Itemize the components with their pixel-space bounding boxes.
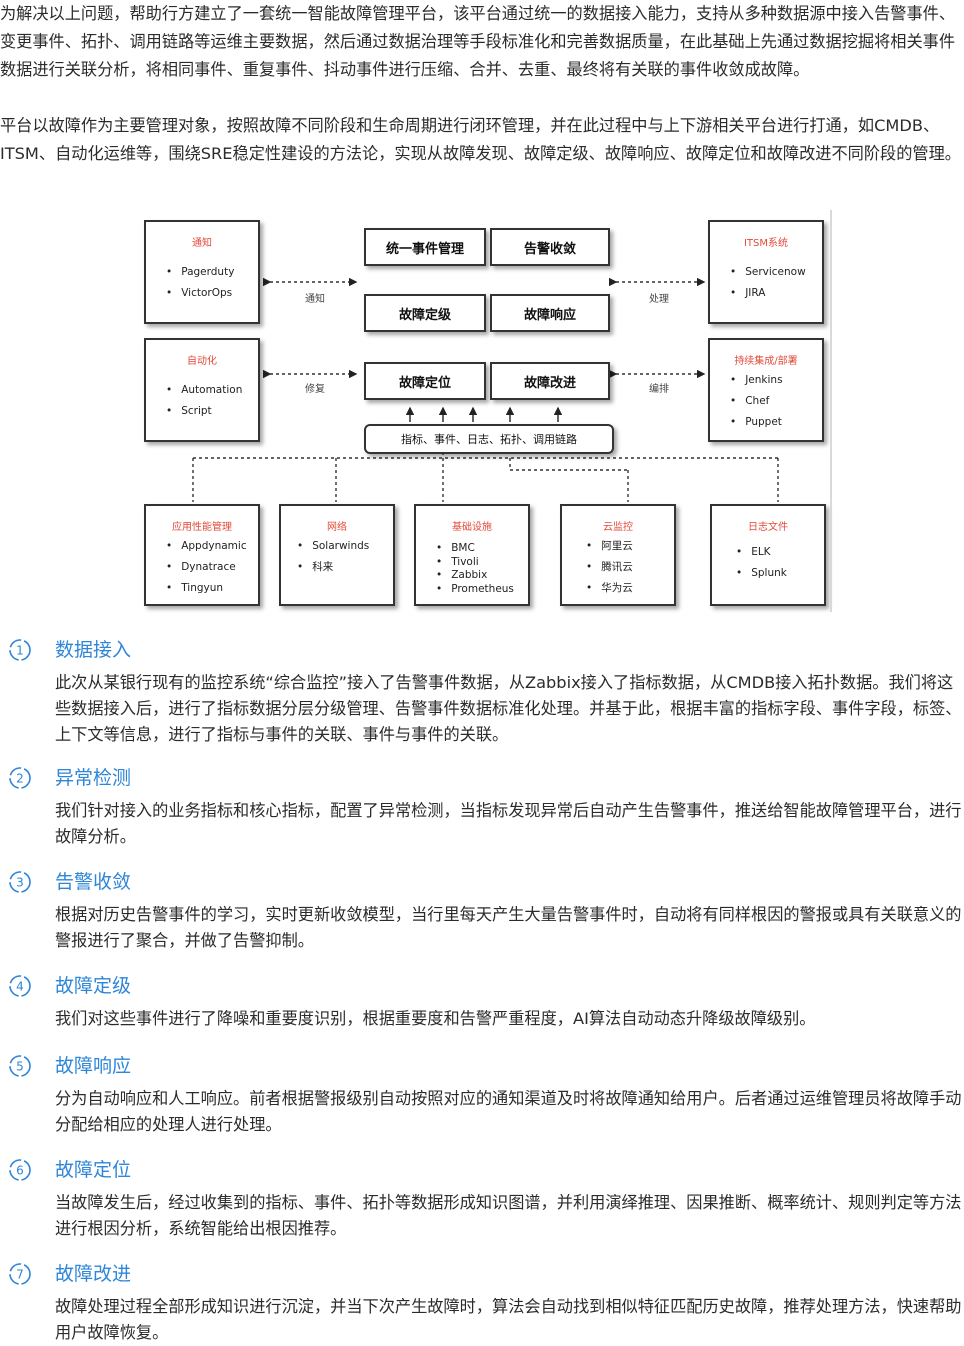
log-files-box: 日志文件 ELK Splunk	[710, 504, 826, 606]
section-title: 故障响应	[55, 1055, 132, 1077]
list-item: Splunk	[736, 563, 787, 584]
svg-text:5: 5	[16, 1060, 24, 1074]
section-body: 我们针对接入的业务指标和核心指标，配置了异常检测，当指标发现异常后自动产生告警事…	[55, 801, 962, 846]
number-5-icon: 5	[9, 1055, 31, 1077]
svg-text:2: 2	[16, 772, 24, 786]
list-item: 科来	[297, 557, 369, 578]
apm-box-title: 应用性能管理	[172, 522, 232, 533]
unified-event-management-box: 统一事件管理	[364, 228, 486, 266]
svg-text:3: 3	[16, 876, 24, 890]
section-title: 告警收敛	[55, 871, 132, 893]
automation-box: 自动化 Automation Script	[144, 338, 260, 442]
alert-convergence-box: 告警收敛	[490, 228, 610, 266]
fault-location-box: 故障定位	[364, 362, 486, 400]
list-item: Dynatrace	[166, 557, 247, 578]
list-item: JIRA	[730, 283, 806, 304]
intro-paragraph-1: 为解决以上问题，帮助行方建立了一套统一智能故障管理平台，该平台通过统一的数据接入…	[0, 4, 956, 79]
section-body: 当故障发生后，经过收集到的指标、事件、拓扑等数据形成知识图谱，并利用演绎推理、因…	[55, 1193, 962, 1238]
network-box-title: 网络	[327, 522, 347, 533]
list-item: Solarwinds	[297, 536, 369, 557]
list-item: BMC	[436, 542, 514, 556]
list-item: Automation	[166, 380, 242, 401]
list-item: Appdynamic	[166, 536, 246, 557]
notify-label: 通知	[305, 294, 325, 305]
handle-label: 处理	[649, 294, 669, 305]
section-title: 故障改进	[55, 1263, 132, 1285]
automation-box-title: 自动化	[187, 356, 217, 367]
section-data-ingestion: 1 数据接入 此次从某银行现有的监控系统“综合监控”接入了告警事件数据，从Zab…	[0, 636, 962, 746]
fault-grading-box: 故障定级	[364, 294, 486, 332]
list-item: Jenkins	[730, 370, 782, 391]
architecture-diagram: 通知 Pagerduty VictorOps 自动化 Automation Sc…	[138, 210, 832, 612]
section-body: 分为自动响应和人工响应。前者根据警报级别自动按照对应的通知渠道及时将故障通知给用…	[55, 1089, 962, 1134]
svg-text:7: 7	[16, 1268, 24, 1282]
orchestrate-label: 编排	[649, 384, 669, 395]
list-item: 腾讯云	[586, 557, 633, 578]
section-title: 故障定位	[55, 1159, 132, 1181]
number-2-icon: 2	[9, 767, 31, 789]
section-body: 我们对这些事件进行了降噪和重要度识别，根据重要度和告警严重程度，AI算法自动动态…	[55, 1009, 816, 1028]
section-fault-improvement: 7 故障改进 故障处理过程全部形成知识进行沉淀，并当下次产生故障时，算法会自动找…	[0, 1260, 962, 1342]
svg-text:6: 6	[16, 1164, 24, 1178]
number-7-icon: 7	[9, 1263, 31, 1285]
list-item: Tingyun	[166, 578, 247, 599]
cloud-monitoring-box: 云监控 阿里云 腾讯云 华为云	[560, 504, 676, 606]
section-body: 此次从某银行现有的监控系统“综合监控”接入了告警事件数据，从Zabbix接入了指…	[55, 673, 962, 744]
fault-improvement-box: 故障改进	[490, 362, 610, 400]
list-item: Servicenow	[730, 262, 805, 283]
list-item: Script	[166, 401, 242, 422]
svg-text:1: 1	[16, 644, 24, 658]
list-item: Tivoli	[436, 556, 514, 570]
section-title: 故障定级	[55, 975, 132, 997]
fault-response-box: 故障响应	[490, 294, 610, 332]
number-4-icon: 4	[9, 975, 31, 997]
cloud-monitoring-box-title: 云监控	[603, 522, 633, 533]
itsm-box: ITSM系统 Servicenow JIRA	[708, 220, 824, 324]
list-item: Pagerduty	[166, 262, 234, 283]
ci-cd-box-title: 持续集成/部署	[734, 356, 798, 367]
list-item: 阿里云	[586, 536, 633, 557]
repair-label: 修复	[305, 384, 325, 395]
infrastructure-box: 基础设施 BMC Tivoli Zabbix Prometheus	[414, 504, 530, 606]
diagram-connectors	[192, 277, 779, 502]
list-item: Zabbix	[436, 569, 514, 583]
section-fault-response: 5 故障响应 分为自动响应和人工响应。前者根据警报级别自动按照对应的通知渠道及时…	[0, 1052, 962, 1138]
section-fault-location: 6 故障定位 当故障发生后，经过收集到的指标、事件、拓扑等数据形成知识图谱，并利…	[0, 1156, 962, 1242]
data-sources-bar: 指标、事件、日志、拓扑、调用链路	[364, 424, 614, 454]
itsm-box-title: ITSM系统	[743, 238, 789, 249]
list-item: Chef	[730, 391, 783, 412]
list-item: Puppet	[730, 412, 783, 433]
notification-box: 通知 Pagerduty VictorOps	[144, 220, 260, 324]
list-item: Prometheus	[436, 583, 514, 597]
section-body: 故障处理过程全部形成知识进行沉淀，并当下次产生故障时，算法会自动找到相似特征匹配…	[55, 1297, 962, 1342]
list-item: ELK	[736, 542, 787, 563]
svg-text:4: 4	[16, 980, 24, 994]
section-fault-grading: 4 故障定级 我们对这些事件进行了降噪和重要度识别，根据重要度和告警严重程度，A…	[0, 972, 962, 1032]
list-item: VictorOps	[166, 283, 234, 304]
notification-box-title: 通知	[192, 238, 212, 249]
section-anomaly-detection: 2 异常检测 我们针对接入的业务指标和核心指标，配置了异常检测，当指标发现异常后…	[0, 764, 962, 850]
section-title: 异常检测	[55, 767, 132, 789]
number-6-icon: 6	[9, 1159, 31, 1181]
intro-paragraph-2: 平台以故障作为主要管理对象，按照故障不同阶段和生命周期进行闭环管理，并在此过程中…	[0, 116, 961, 163]
section-alert-convergence: 3 告警收敛 根据对历史告警事件的学习，实时更新收敛模型，当行里每天产生大量告警…	[0, 868, 962, 954]
list-item: 华为云	[586, 578, 633, 599]
infrastructure-box-title: 基础设施	[452, 522, 492, 533]
number-3-icon: 3	[9, 871, 31, 893]
network-box: 网络 Solarwinds 科来	[279, 504, 395, 606]
ci-cd-box: 持续集成/部署 Jenkins Chef Puppet	[708, 338, 824, 442]
apm-box: 应用性能管理 Appdynamic Dynatrace Tingyun	[144, 504, 260, 606]
number-1-icon: 1	[9, 639, 31, 661]
log-files-box-title: 日志文件	[748, 522, 788, 533]
section-title: 数据接入	[55, 639, 132, 661]
section-body: 根据对历史告警事件的学习，实时更新收敛模型，当行里每天产生大量告警事件时，自动将…	[55, 905, 962, 950]
